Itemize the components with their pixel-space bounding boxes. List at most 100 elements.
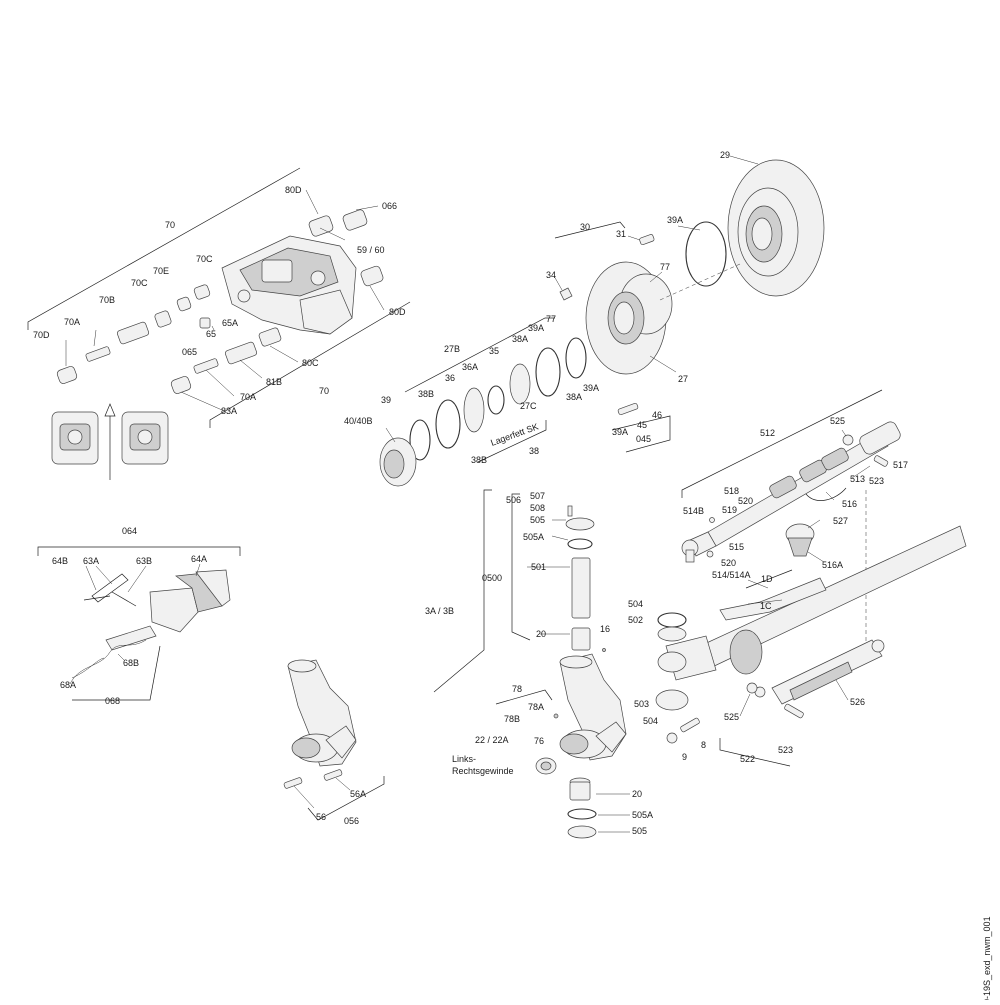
hub-cap-icon: [379, 437, 417, 487]
group-line-30: [554, 221, 626, 239]
nut-525-icon: [842, 434, 854, 446]
label-45: 45: [637, 420, 647, 430]
caliper-leaders: [65, 189, 385, 411]
label-70A-top: 70A: [64, 317, 80, 327]
label-520-bottom: 520: [721, 558, 736, 568]
axle-seals: [655, 612, 758, 744]
group-line-064: [37, 546, 241, 556]
label-80D-right: 80D: [389, 307, 406, 317]
label-27C: 27C: [520, 401, 537, 411]
brake-pads-group: 064 64B 63A 63B 64A 68B 68A 068: [37, 526, 241, 706]
arrow-up-icon: [104, 403, 116, 480]
label-64A: 64A: [191, 554, 207, 564]
label-516: 516: [842, 499, 857, 509]
label-78A: 78A: [528, 702, 544, 712]
caliper-group: 70 80D 066 59 / 60 70C 70E 70C 70B 70A 7…: [27, 167, 411, 428]
label-83A: 83A: [221, 406, 237, 416]
label-81B: 81B: [266, 377, 282, 387]
label-22-22A: 22 / 22A: [475, 735, 509, 745]
shock-absorber-icon: [754, 639, 885, 719]
group-line-068: [72, 645, 161, 701]
label-76: 76: [534, 736, 544, 746]
tie-rod-group: 512 525 513 517 523 518 520 519 514B 516…: [681, 389, 908, 580]
label-39A-right: 39A: [583, 383, 599, 393]
label-0500: 0500: [482, 573, 502, 583]
label-68B: 68B: [123, 658, 139, 668]
ring-066-icon: [342, 209, 368, 231]
bush-20-icon: [571, 627, 591, 651]
label-523-bottom: 523: [778, 745, 793, 755]
label-508: 508: [530, 503, 545, 513]
label-9: 9: [682, 752, 687, 762]
label-56A: 56A: [350, 789, 366, 799]
label-501: 501: [531, 562, 546, 572]
label-1C: 1C: [760, 601, 772, 611]
label-504-bottom: 504: [643, 716, 658, 726]
label-65A: 65A: [222, 318, 238, 328]
label-39A-top: 39A: [667, 215, 683, 225]
label-27: 27: [678, 374, 688, 384]
group-line-512: [681, 389, 883, 498]
label-056: 056: [344, 816, 359, 826]
wheel-hub-icon: [585, 261, 673, 375]
label-70C-2: 70C: [131, 278, 148, 288]
seal-80D-icon: [308, 215, 334, 237]
ring-38B-icon: [435, 399, 461, 449]
assembly-preview: [51, 403, 169, 480]
axis-line-hub: [659, 263, 741, 301]
group-line-70-top: [27, 167, 301, 330]
label-512: 512: [760, 428, 775, 438]
ring-502-icon: [657, 626, 687, 642]
label-31: 31: [616, 229, 626, 239]
label-8: 8: [701, 740, 706, 750]
hub-bearing-group: 29 30 31 39A 34 77 27 27B 77 39A 38A 35 …: [344, 150, 825, 487]
label-39: 39: [381, 395, 391, 405]
brake-caliper-icon: [221, 235, 357, 335]
group-line-045: [611, 415, 671, 453]
wheel-stud-icon: [559, 234, 655, 301]
hub-leaders: [385, 155, 759, 443]
bolt-523-icon: [873, 455, 889, 467]
ball-joint-527-icon: [785, 523, 815, 557]
label-505-bottom: 505: [632, 826, 647, 836]
label-527: 527: [833, 516, 848, 526]
clamp-516-icon: [805, 487, 847, 501]
ring-36A-icon: [487, 385, 505, 415]
cover-505-bottom-icon: [567, 825, 597, 839]
label-515: 515: [729, 542, 744, 552]
label-38B: 38B: [418, 389, 434, 399]
bearing-35-icon: [509, 363, 531, 405]
label-56: 56: [316, 812, 326, 822]
label-80D-top: 80D: [285, 185, 302, 195]
label-522: 522: [740, 754, 755, 764]
label-80C: 80C: [302, 358, 319, 368]
bearing-36-icon: [463, 387, 485, 433]
axle-beam-icon: [657, 525, 967, 681]
label-065: 065: [182, 347, 197, 357]
label-506: 506: [506, 495, 521, 505]
label-65: 65: [206, 329, 216, 339]
label-68A: 68A: [60, 680, 76, 690]
label-045: 045: [636, 434, 651, 444]
label-34: 34: [546, 270, 556, 280]
label-40-40B: 40/40B: [344, 416, 373, 426]
nut-525-bottom-icon: [746, 682, 758, 694]
bolt-56-icon: [283, 777, 303, 789]
ring-504-icon: [657, 612, 687, 628]
label-70C: 70C: [196, 254, 213, 264]
label-70A-bottom: 70A: [240, 392, 256, 402]
bolt-56A-icon: [323, 769, 343, 781]
label-38A-top: 38A: [512, 334, 528, 344]
nut-9-icon: [666, 732, 678, 744]
ring-39A-icon: [565, 337, 587, 379]
label-520-top: 520: [738, 496, 753, 506]
label-20-bottom: 20: [632, 789, 642, 799]
drawing-code: BL9-19S_exd_nwm_001: [982, 916, 992, 1000]
label-504-top: 504: [628, 599, 643, 609]
label-links: Links-: [452, 754, 476, 764]
bolt-045-icon: [617, 402, 639, 416]
label-rechtsgewinde: Rechtsgewinde: [452, 766, 514, 776]
label-3A-3B: 3A / 3B: [425, 606, 454, 616]
label-27B: 27B: [444, 344, 460, 354]
